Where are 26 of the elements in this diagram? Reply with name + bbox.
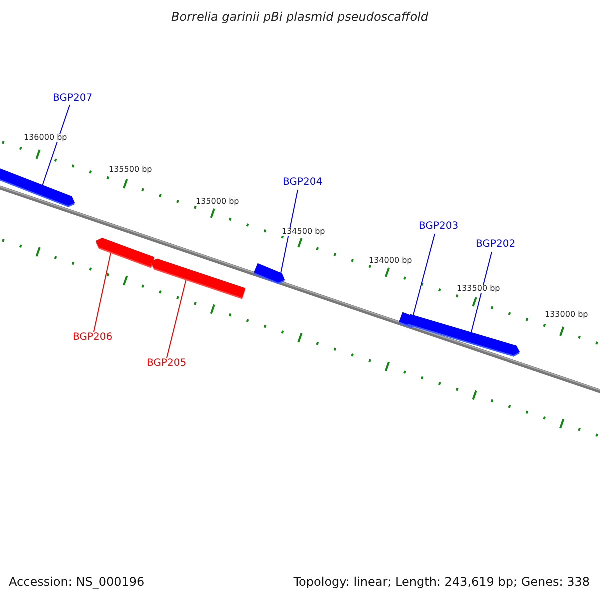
gene-label: BGP207 xyxy=(53,94,93,104)
gene-block xyxy=(408,314,520,357)
leader-line xyxy=(412,234,436,317)
scale-label: 135500 bp xyxy=(109,166,152,174)
gene-label: BGP205 xyxy=(147,359,187,369)
footer-text: Accession: NS_000196 xyxy=(9,576,145,588)
leader-line xyxy=(94,252,112,332)
scale-label: 134000 bp xyxy=(369,257,412,265)
leader-line xyxy=(471,252,492,333)
gene-label: BGP203 xyxy=(419,222,459,232)
gene-label: BGP204 xyxy=(283,178,323,188)
footer-text: Topology: linear; Length: 243,619 bp; Genes: 338 xyxy=(294,576,590,588)
scale-label: 135000 bp xyxy=(196,198,240,206)
diagram-title: Borrelia garinii pBi plasmid pseudoscaffold xyxy=(170,11,430,23)
gene-block xyxy=(96,238,155,268)
scale-label: 136000 bp xyxy=(24,134,68,142)
gene-label: BGP202 xyxy=(476,240,516,250)
gene-block xyxy=(254,263,285,284)
leader-line xyxy=(166,280,187,358)
leader-line xyxy=(280,190,298,274)
gene-block xyxy=(151,258,246,300)
leader-line xyxy=(42,104,70,186)
scale-label: 134500 bp xyxy=(282,228,326,236)
scale-label: 133000 bp xyxy=(545,311,588,319)
scale-label: 133500 bp xyxy=(457,285,500,293)
gene-label: BGP206 xyxy=(73,333,113,343)
